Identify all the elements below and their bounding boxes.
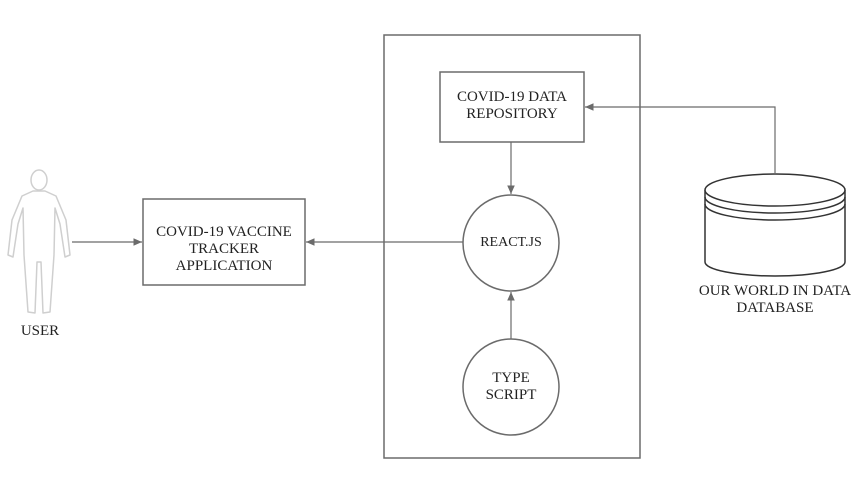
typescript-label: TYPE SCRIPT — [485, 370, 537, 403]
user-label: USER — [20, 323, 60, 339]
repo-label: COVID-19 DATA REPOSITORY — [456, 89, 568, 122]
database-label: OUR WORLD IN DATA DATABASE — [698, 283, 852, 316]
react-label: REACT.JS — [480, 235, 542, 250]
repo-box — [439, 71, 585, 143]
app-label: COVID-19 VACCINE TRACKER APPLICATION — [156, 224, 292, 274]
react-circle — [462, 194, 560, 292]
frontend-container — [383, 34, 641, 459]
arrow-database-to-repo — [585, 103, 776, 174]
app-box — [142, 198, 306, 286]
user-icon — [7, 169, 71, 314]
database-cylinder — [704, 173, 846, 277]
